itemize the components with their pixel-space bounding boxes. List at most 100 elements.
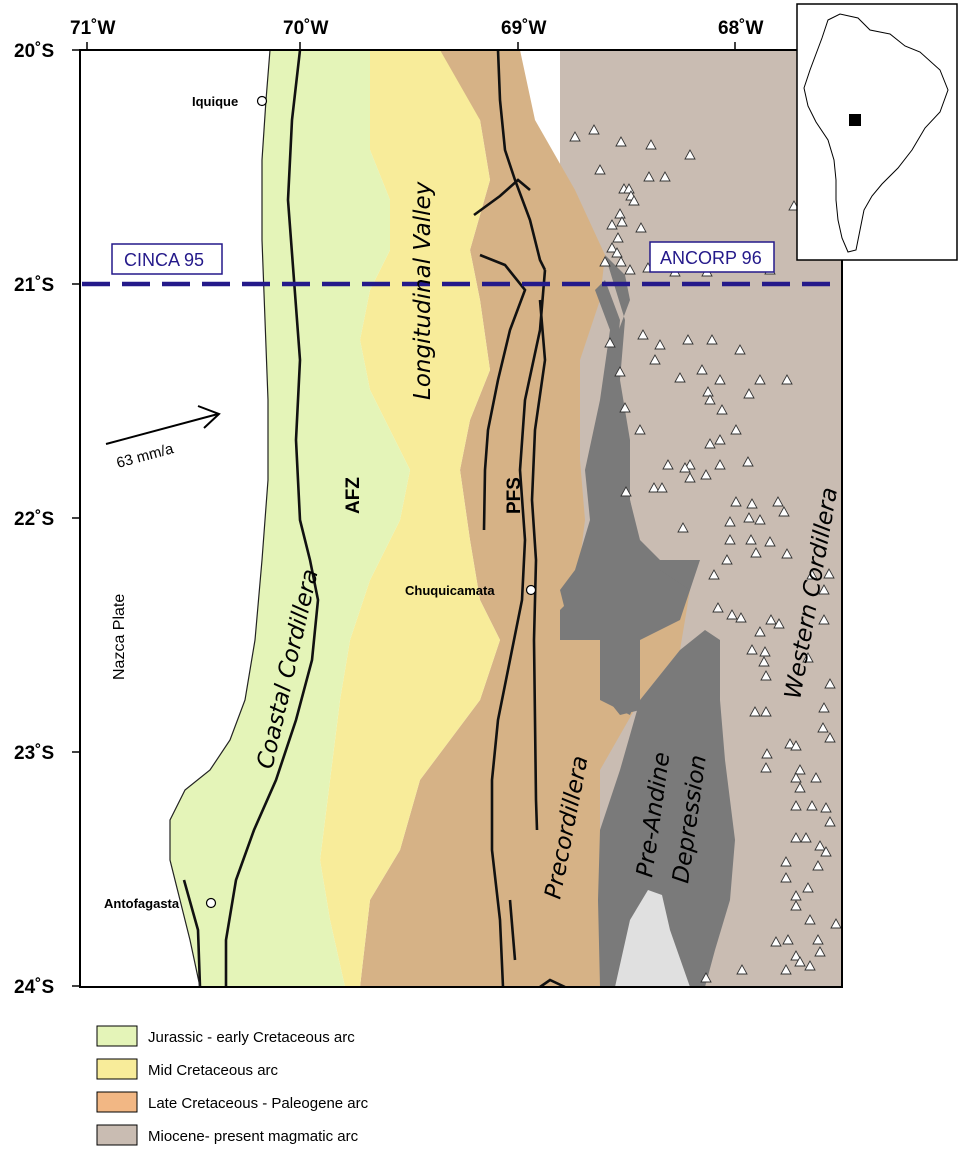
volcano-triangle-icon [721,554,733,565]
tick-20s: 20˚S [14,41,54,62]
iquique-marker-icon [256,95,268,107]
volcano-triangle-icon [790,900,802,911]
legend-swatch-jurassic [96,1025,138,1047]
volcano-triangle-icon [684,472,696,483]
left-axis: 20˚S 21˚S 22˚S 23˚S 24˚S [14,41,80,998]
volcano-triangle-icon [679,462,691,473]
volcano-triangle-icon [814,946,826,957]
tick-24s: 24˚S [14,977,54,998]
volcano-triangle-icon [712,602,724,613]
volcano-triangle-icon [812,934,824,945]
volcano-triangle-icon [614,366,626,377]
legend: Jurassic - early Cretaceous arc Mid Cret… [96,1025,369,1146]
volcano-triangle-icon [754,514,766,525]
volcano-triangle-icon [824,732,836,743]
volcano-triangle-icon [606,242,618,253]
volcano-triangle-icon [818,702,830,713]
afz-splay-line [182,879,202,988]
volcano-triangle-icon [818,614,830,625]
volcano-triangle-icon [714,434,726,445]
volcano-triangle-icon [790,772,802,783]
volcano-triangle-icon [645,139,657,150]
volcano-triangle-icon [810,772,822,783]
south-america-locator-icon [803,13,949,253]
volcano-triangle-icon [749,706,761,717]
volcano-triangle-icon [674,372,686,383]
ancorp-label-box [649,241,775,273]
volcano-triangle-icon [778,506,790,517]
inset-locator-map [796,3,958,261]
volcano-triangle-icon [754,626,766,637]
volcano-triangle-icon [654,339,666,350]
city-antofagasta: Antofagasta [104,896,180,911]
volcano-triangle-icon [760,670,772,681]
volcano-triangle-icon [649,354,661,365]
volcano-triangle-icon [760,706,772,717]
volcano-triangle-icon [781,374,793,385]
volcano-triangle-icon [594,164,606,175]
volcano-triangle-icon [599,256,611,267]
tick-71w: 71˚W [70,18,115,39]
volcano-triangle-icon [684,149,696,160]
cinca-label-box [111,243,223,275]
volcano-triangle-icon [624,264,636,275]
volcano-triangle-icon [782,934,794,945]
volcano-triangle-icon [802,652,814,663]
fault-north-1 [496,49,547,271]
depression-strip-west [560,280,690,715]
afz-fault-line [224,49,320,987]
volcano-triangle-icon [702,386,714,397]
volcano-triangle-icon [806,800,818,811]
volcano-triangle-icon [611,247,623,258]
volcano-triangle-icon [806,569,818,580]
volcano-triangle-icon [780,856,792,867]
volcano-triangle-icon [588,124,600,135]
volcano-triangle-icon [696,364,708,375]
legend-swatch-mid-cretaceous [96,1058,138,1080]
tick-69w: 69˚W [501,18,546,39]
city-iquique: Iquique [192,94,238,109]
volcano-triangle-icon [804,914,816,925]
fault-south-2 [539,978,566,989]
volcano-triangle-icon [765,614,777,625]
volcano-triangle-icon [704,438,716,449]
volcano-triangle-icon [758,656,770,667]
volcano-triangle-icon [619,402,631,413]
volcano-triangle-icon [742,456,754,467]
city-chuquicamata: Chuquicamata [405,583,495,598]
tick-22s: 22˚S [14,509,54,530]
volcano-triangle-icon [784,738,796,749]
coastline [169,49,271,988]
volcano-triangle-icon [682,334,694,345]
volcano-triangle-icon [780,872,792,883]
volcano-triangle-icon [772,496,784,507]
volcano-triangle-icon [781,548,793,559]
volcano-triangle-icon [830,918,842,929]
label-afz: AFZ [343,477,364,514]
volcano-triangle-icon [754,374,766,385]
volcano-triangle-icon [700,469,712,480]
volcano-triangle-icon [794,782,806,793]
volcano-triangle-icon [818,584,830,595]
pre-andine-depression-area [598,630,735,987]
late-cretaceous-arc-area [360,50,690,987]
ancorp-96-label: ANCORP 96 [660,248,762,268]
volcano-triangle-icon [790,832,802,843]
volcano-triangle-icon [714,374,726,385]
volcano-triangle-icon [634,424,646,435]
volcano-markers [569,124,842,983]
tick-68w: 68˚W [718,18,763,39]
volcano-triangle-icon [817,722,829,733]
volcano-triangle-icon [662,459,674,470]
volcano-triangle-icon [750,547,762,558]
volcano-triangle-icon [790,950,802,961]
volcano-triangle-icon [616,216,628,227]
volcano-triangle-icon [761,748,773,759]
legend-label-miocene: Miocene- present magmatic arc [148,1128,359,1145]
label-longitudinal-valley: Longitudinal Valley [410,181,436,400]
volcano-triangle-icon [623,183,635,194]
volcano-triangle-icon [615,256,627,267]
volcano-triangle-icon [746,498,758,509]
volcano-triangle-icon [823,568,835,579]
